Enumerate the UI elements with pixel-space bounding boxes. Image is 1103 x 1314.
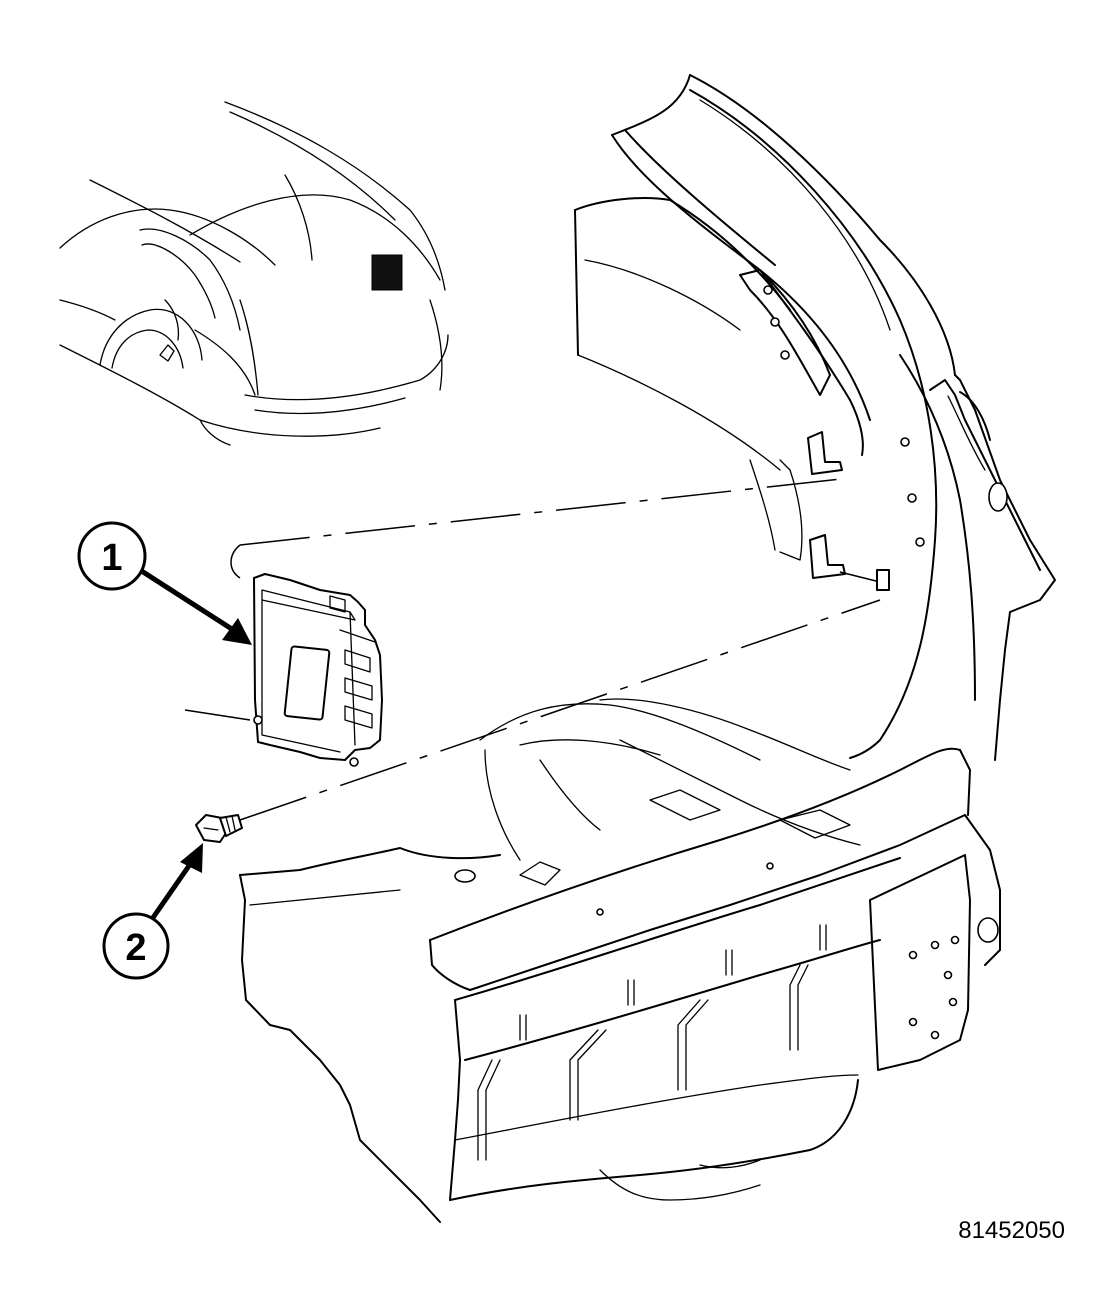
control-module (253, 573, 383, 767)
alignment-lines (184, 477, 881, 821)
callout-1: 1 (77, 521, 252, 645)
callout-2: 2 (102, 843, 203, 980)
body-structure-illustration (239, 74, 1056, 1223)
figure-number: 81452050 (958, 1217, 1065, 1244)
vehicle-inset-illustration (59, 101, 449, 446)
callout-2-label: 2 (125, 927, 146, 969)
callout-1-label: 1 (101, 537, 122, 579)
mounting-screw (195, 814, 243, 843)
